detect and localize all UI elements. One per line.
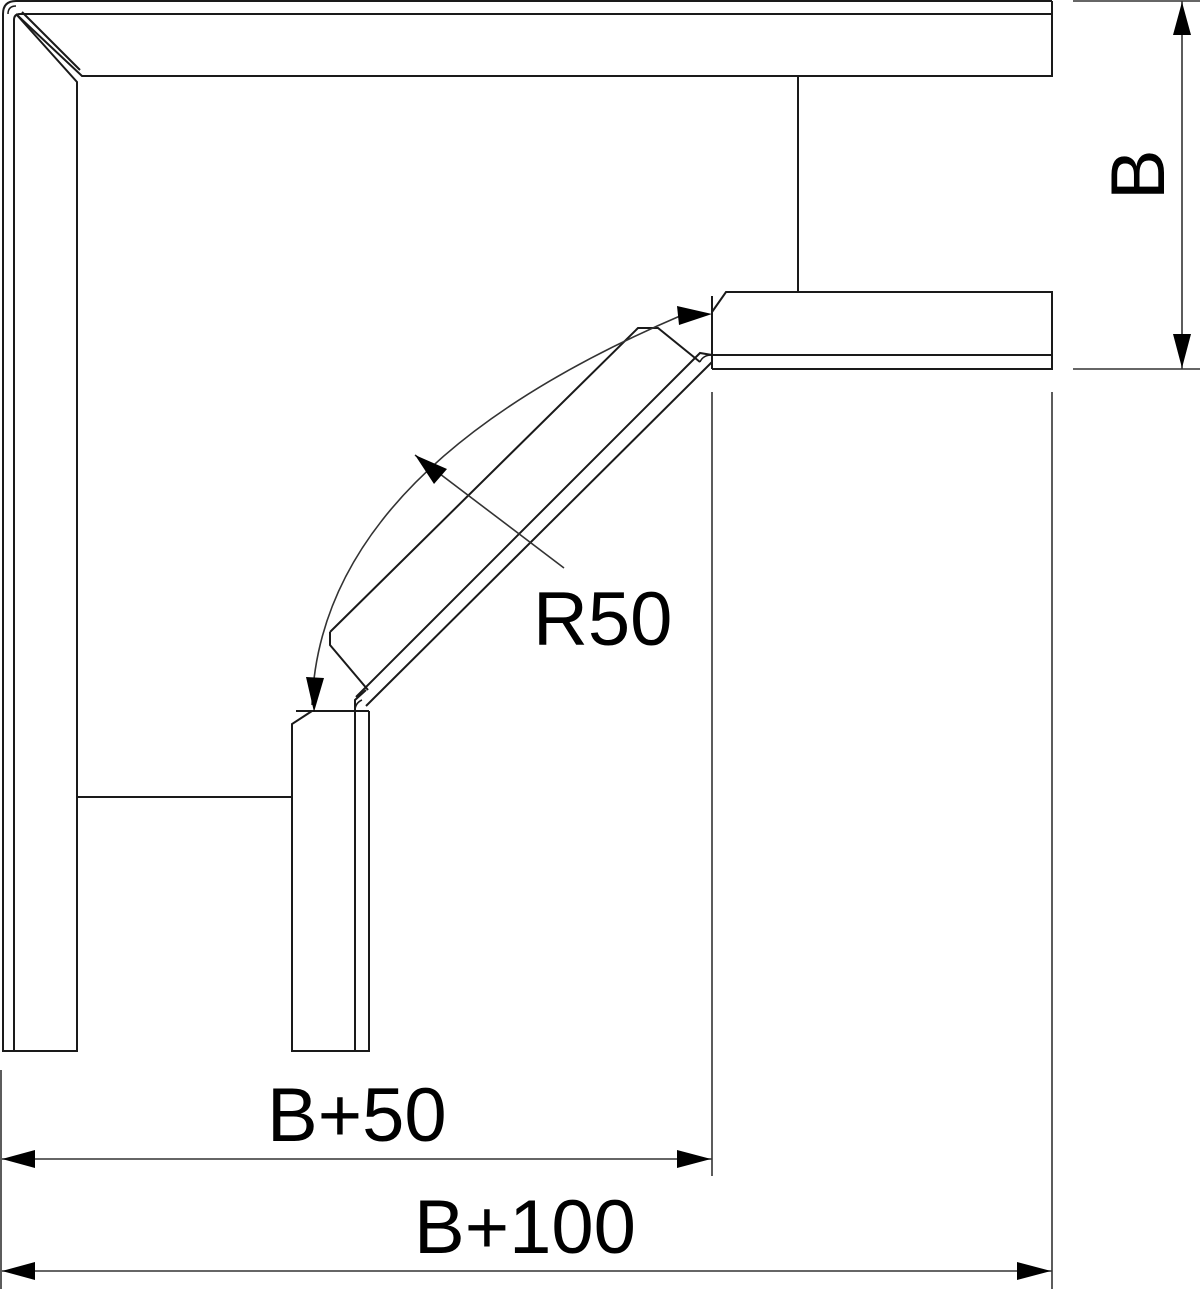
width-label: B	[1096, 149, 1181, 200]
b50-arrow-right	[677, 1150, 711, 1168]
arc-arrow-top	[677, 306, 712, 325]
inner-wall-horizontal	[699, 291, 1053, 370]
radius-label: R50	[533, 577, 672, 662]
b-arrow-top	[1173, 2, 1191, 35]
radius-arc	[311, 315, 681, 706]
radius-dimension: R50	[306, 306, 712, 712]
arc-arrow-bottom	[306, 677, 324, 712]
b100-arrow-right	[1017, 1262, 1051, 1280]
b50-arrow-left	[2, 1150, 35, 1168]
length-dimensions: B+50 B+100	[0, 392, 1053, 1289]
radius-arrow-head	[415, 455, 447, 484]
b100-arrow-left	[2, 1262, 35, 1280]
outer-side-wall	[2, 0, 1053, 1052]
inner-length-label: B+50	[267, 1073, 447, 1158]
inner-wall-diagonal	[329, 327, 713, 711]
inner-wall-vertical	[291, 699, 370, 1052]
width-dimension: B	[1073, 0, 1200, 370]
outer-length-label: B+100	[414, 1185, 636, 1270]
b-arrow-bottom	[1173, 334, 1191, 368]
